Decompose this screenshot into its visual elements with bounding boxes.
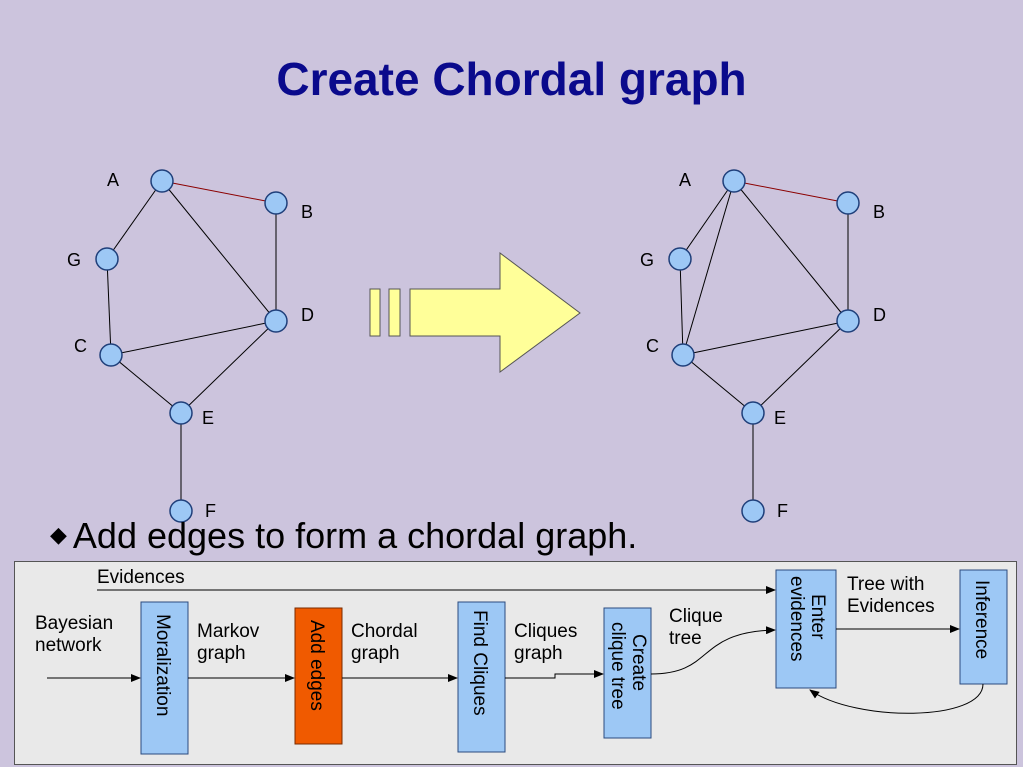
before-edge-a-d [161,180,277,322]
before-node-label-e: E [202,408,214,428]
add-edges-text: Add edges [306,620,327,711]
chordal-label-2: graph [351,643,400,664]
cliques-label-1: Cliques [514,621,577,642]
markov-label-2: graph [197,643,246,664]
after-node-label-b: B [873,202,885,222]
inference-text: Inference [971,580,992,659]
after-edge-c-d [682,320,849,356]
after-node-d [836,309,860,333]
input-label-2: network [35,635,102,656]
clique-tree-label-2: tree [669,628,702,649]
arrow-stripe-2 [388,288,401,337]
after-node-g [668,247,692,271]
before-node-label-b: B [301,202,313,222]
after-node-label-f: F [777,501,788,521]
before-edge-g-c [106,258,112,356]
after-edge-a-d [733,180,849,322]
before-node-a [150,169,174,193]
create-text-2: clique tree [607,622,628,710]
enter-text-1: Enter [807,594,828,640]
find-cliques-box [457,601,506,753]
clique-tree-arrow [650,626,776,675]
before-node-label-c: C [74,336,87,356]
input-label-1: Bayesian [35,613,113,634]
before-node-d [264,309,288,333]
graph-before: A B G D C E F [67,169,314,523]
before-node-label-f: F [205,501,216,521]
create-clique-tree-box [603,607,652,739]
pipeline-panel: Evidences Bayesian network Moralization … [14,561,1017,765]
before-node-label-a: A [107,170,119,190]
slide-title: Create Chordal graph [276,53,747,105]
after-node-label-e: E [774,408,786,428]
after-node-c [671,343,695,367]
before-edge-c-d [110,320,277,356]
graphs-area: A B G D C E F A B G D C E F [67,169,886,523]
enter-evidences-box [775,569,837,689]
after-edge-d-e [752,320,849,414]
enter-text-2: evidences [786,576,807,662]
cliques-arrow [505,670,604,679]
after-node-f [741,499,765,523]
before-edge-a-b [161,180,277,204]
after-node-b [836,191,860,215]
feedback-arrow [809,683,984,714]
before-node-g [95,247,119,271]
graph-after: A B G D C E F [640,169,886,523]
after-node-e [741,401,765,425]
bullet-text: Add edges to form a chordal graph. [72,515,638,556]
bullet-point: ◆Add edges to form a chordal graph. [50,515,637,557]
after-edge-g-c [679,258,684,356]
tree-with-label-2: Evidences [847,596,935,617]
moralization-text: Moralization [152,614,173,716]
pipeline-diagram: Evidences Bayesian network Moralization … [35,567,1008,755]
find-cliques-text: Find Cliques [469,610,490,716]
arrow-body [409,252,581,373]
inference-box [959,569,1008,685]
after-node-label-d: D [873,305,886,325]
evidences-label: Evidences [97,567,185,588]
markov-label-1: Markov [197,621,260,642]
after-node-a [722,169,746,193]
after-node-label-c: C [646,336,659,356]
before-edge-d-e [180,320,277,414]
moralization-box [140,601,189,755]
before-node-label-g: G [67,250,81,270]
before-edge-a-g [106,180,163,260]
before-edge-c-e [110,354,182,414]
after-edge-a-b [733,180,849,204]
before-node-b [264,191,288,215]
after-node-label-a: A [679,170,691,190]
tree-with-label-1: Tree with [847,574,924,595]
add-edges-box [294,607,343,745]
before-node-c [99,343,123,367]
cliques-label-2: graph [514,643,563,664]
transform-arrow-icon [369,252,581,373]
before-node-e [169,401,193,425]
after-node-label-g: G [640,250,654,270]
after-edge-a-c [682,180,735,356]
before-node-f [169,499,193,523]
diamond-bullet-icon: ◆ [50,522,67,547]
arrow-stripe-1 [369,288,381,337]
before-node-label-d: D [301,305,314,325]
after-edge-a-g [679,180,735,260]
after-edge-c-e [682,354,754,414]
chordal-label-1: Chordal [351,621,418,642]
create-text-1: Create [628,634,649,691]
clique-tree-label-1: Clique [669,606,723,627]
